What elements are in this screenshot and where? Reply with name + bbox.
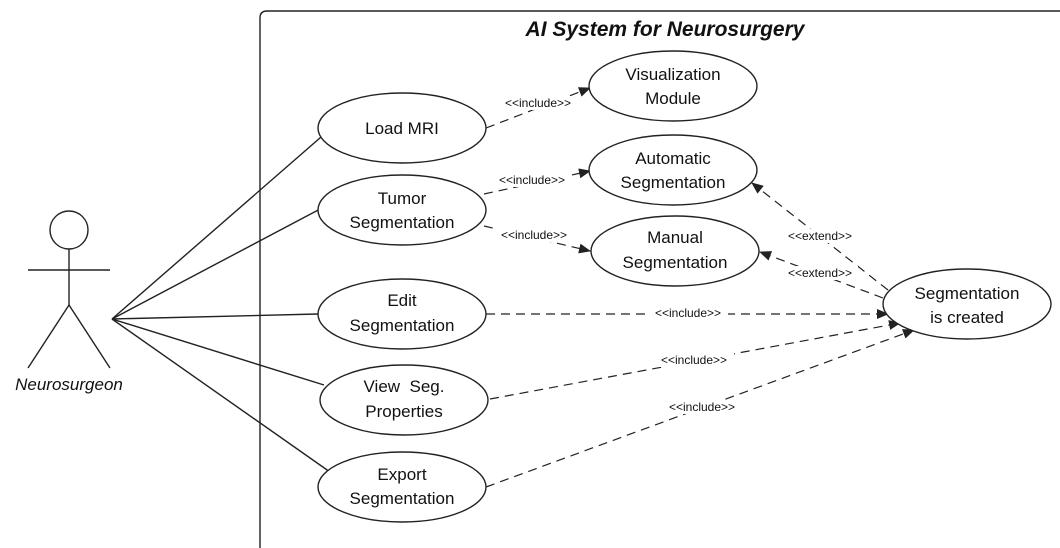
actor-label: Neurosurgeon [15,375,123,394]
use-case-label: Segmentation [350,213,455,232]
use-case-load-mri[interactable]: Load MRI [317,92,487,164]
use-case-label: Export [377,465,426,484]
relation-label: <<include>> [501,228,567,242]
include-load-visualization [485,87,591,129]
use-case-visualization-module[interactable]: Visualization Module [588,50,758,122]
use-case-label: Tumor [378,189,427,208]
use-case-label: Properties [365,402,442,421]
use-case-label: Visualization [625,65,720,84]
use-case-edit-segmentation[interactable]: Edit Segmentation [317,278,487,350]
use-case-manual-segmentation[interactable]: Manual Segmentation [590,215,760,287]
actor-left-leg [27,304,70,369]
relation-label: <<include>> [499,173,565,187]
actor-right-leg [68,304,111,369]
system-title: AI System for Neurosurgery [525,18,806,41]
use-case-label: Edit [387,291,417,310]
relation-label: <<extend>> [788,266,852,280]
use-case-export-segmentation[interactable]: Export Segmentation [317,451,487,523]
use-case-label: Segmentation [350,316,455,335]
system-boundary [259,10,1060,548]
use-case-label: Module [645,89,701,108]
association-tumor-segmentation [111,207,323,320]
use-case-label: Automatic [635,149,711,168]
relation-labels: <<include>> <<include>> <<include>> <<ex… [492,96,858,414]
include-tumor-automatic [483,168,591,195]
use-case-label: View Seg. [364,377,445,396]
relation-label: <<include>> [505,96,571,110]
use-case-label: Load MRI [365,119,439,138]
relation-label: <<include>> [661,353,727,367]
use-case-label: Segmentation [350,489,455,508]
associations [111,123,337,473]
use-case-tumor-segmentation[interactable]: Tumor Segmentation [317,174,487,246]
include-view-created [489,320,901,400]
relation-label: <<extend>> [788,229,852,243]
association-export-segmentation [111,318,331,473]
actor-neurosurgeon: Neurosurgeon [15,210,123,394]
use-case-automatic-segmentation[interactable]: Automatic Segmentation [588,134,758,206]
use-case-label: Segmentation [915,284,1020,303]
association-view-seg-properties [111,318,325,386]
association-load-mri [111,123,337,320]
relation-label: <<include>> [655,306,721,320]
use-case-label: Segmentation [621,173,726,192]
use-case-label: Segmentation [623,253,728,272]
association-edit-segmentation [111,313,319,320]
use-case-label: Manual [647,228,703,247]
use-case-label: is created [930,308,1004,327]
use-case-segmentation-created[interactable]: Segmentation is created [882,268,1052,340]
use-case-view-seg-properties[interactable]: View Seg. Properties [319,364,489,436]
actor-head [49,210,89,250]
relation-label: <<include>> [669,400,735,414]
